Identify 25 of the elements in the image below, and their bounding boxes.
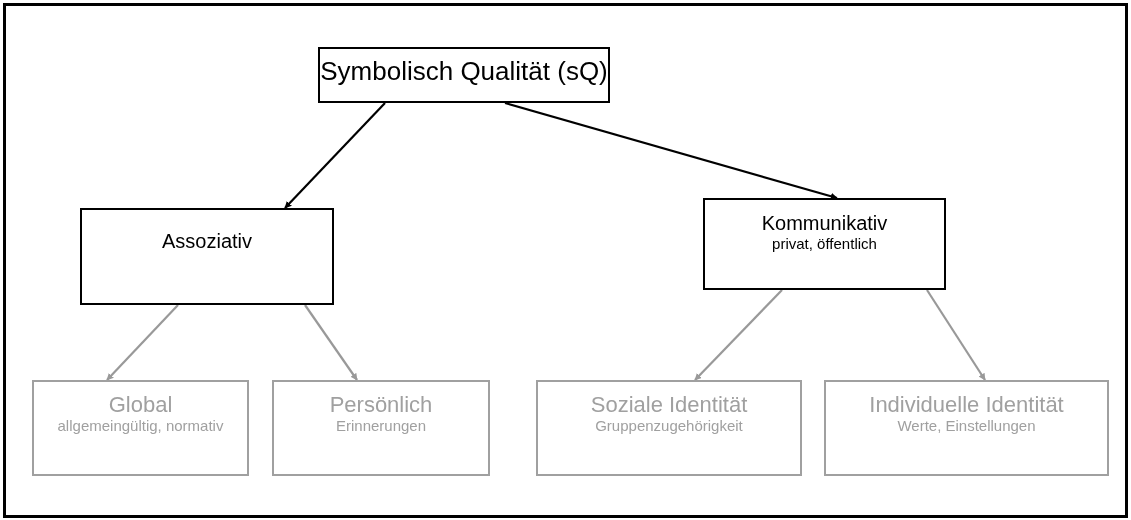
node-title: Individuelle Identität <box>869 392 1064 418</box>
node-title: Global <box>108 392 173 418</box>
arrow <box>926 289 986 381</box>
arrow <box>694 289 783 381</box>
node-title: Persönlich <box>329 392 433 418</box>
node-subtitle: Werte, Einstellungen <box>897 417 1036 436</box>
node-title: Symbolisch Qualität (sQ) <box>320 57 608 87</box>
arrow <box>284 102 386 209</box>
title-box <box>318 47 610 103</box>
node-title: Assoziativ <box>162 230 252 253</box>
arrow <box>504 101 838 200</box>
node-title: Soziale Identität <box>590 392 748 418</box>
arrow <box>304 304 358 381</box>
subcategory-box <box>272 380 490 476</box>
category-box <box>703 198 946 290</box>
subcategory-box <box>536 380 802 476</box>
subcategory-box <box>824 380 1109 476</box>
node-title: Kommunikativ <box>761 212 888 235</box>
node-subtitle: Gruppenzugehörigkeit <box>595 417 743 436</box>
node-subtitle: allgemeingültig, normativ <box>57 417 224 436</box>
category-box <box>80 208 334 305</box>
node-subtitle: privat, öffentlich <box>772 235 877 253</box>
node-subtitle: Erinnerungen <box>335 417 427 436</box>
arrow <box>106 304 179 381</box>
subcategory-box <box>32 380 249 476</box>
